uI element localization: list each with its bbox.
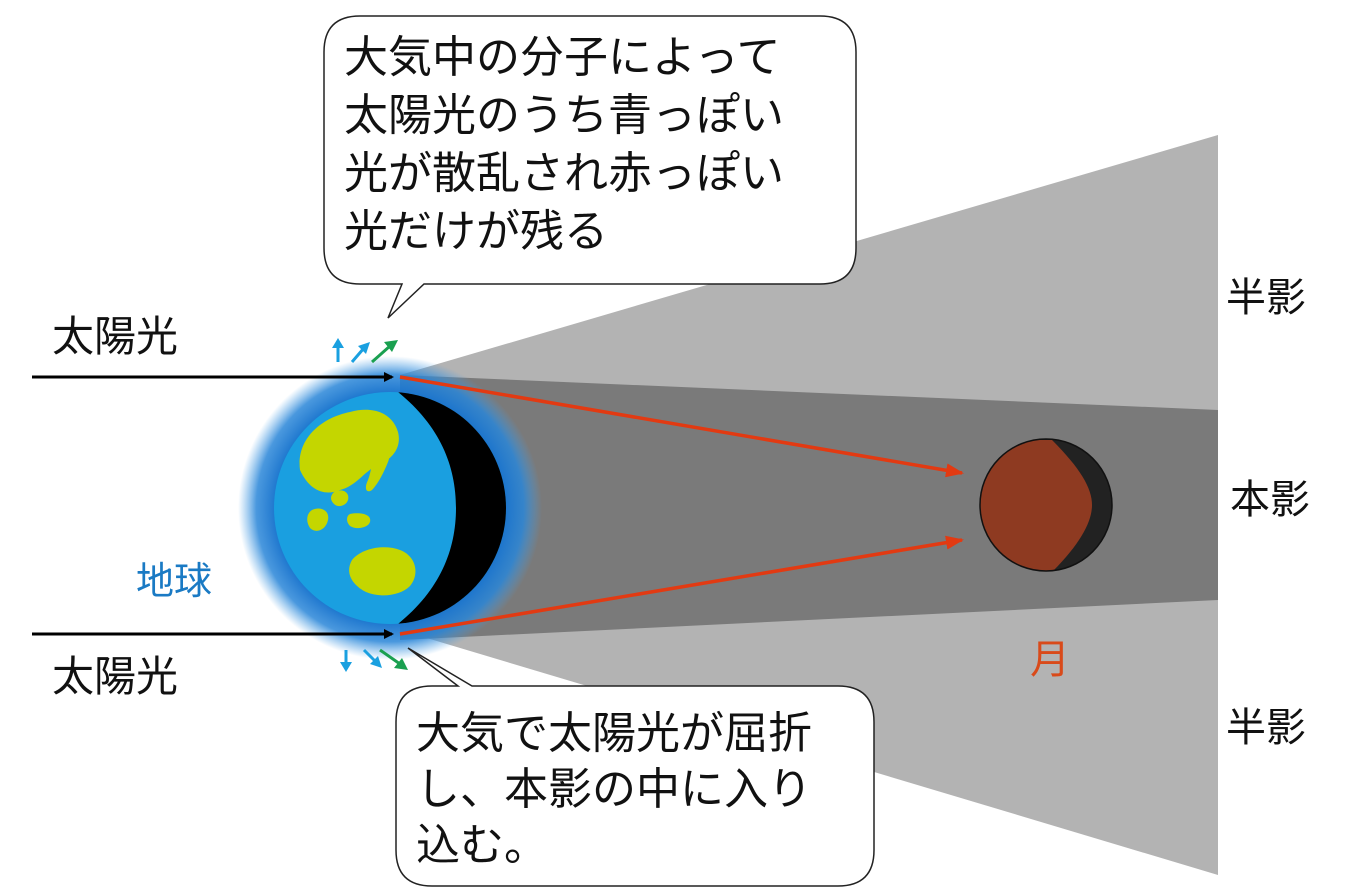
moon-label: 月 [1030,637,1070,683]
sunlight-label-bottom: 太陽光 [52,652,179,701]
callout-top-line: 太陽光のうち青っぽい [344,90,784,141]
penumbra-label-top: 半影 [1226,275,1306,321]
callout-text-bottom: 大気で太陽光が屈折 し、本影の中に入り 込む。 [416,712,812,880]
earth-label: 地球 [136,559,213,603]
umbra-region [400,375,1218,640]
sunlight-label-top: 太陽光 [52,312,179,361]
callout-top-line: 大気中の分子によって [344,32,781,83]
umbra-label: 本影 [1230,477,1310,523]
earth-globe-icon [238,356,542,660]
eclipsed-moon-icon [979,438,1113,572]
scattered-light-arrows-bottom [340,648,408,672]
callout-top-line: 光だけが残る [344,206,608,257]
scattered-light-arrows-top [332,338,398,364]
refracted-ray-bottom [399,535,964,636]
callout-bottom-line: 大気で太陽光が屈折 [416,708,812,759]
callout-bottom-line: 込む。 [416,820,548,871]
callout-text-top: 大気中の分子によって 太陽光のうち青っぽい 光が散乱され赤っぽい 光だけが残る [344,36,784,268]
callout-bubble-top [323,15,857,319]
callout-bottom-line: し、本影の中に入り [416,764,812,815]
callout-top-line: 光が散乱され赤っぽい [344,148,784,199]
callout-bubble-bottom [395,647,875,887]
refracted-ray-top [399,375,964,478]
penumbra-label-bottom: 半影 [1226,705,1306,751]
